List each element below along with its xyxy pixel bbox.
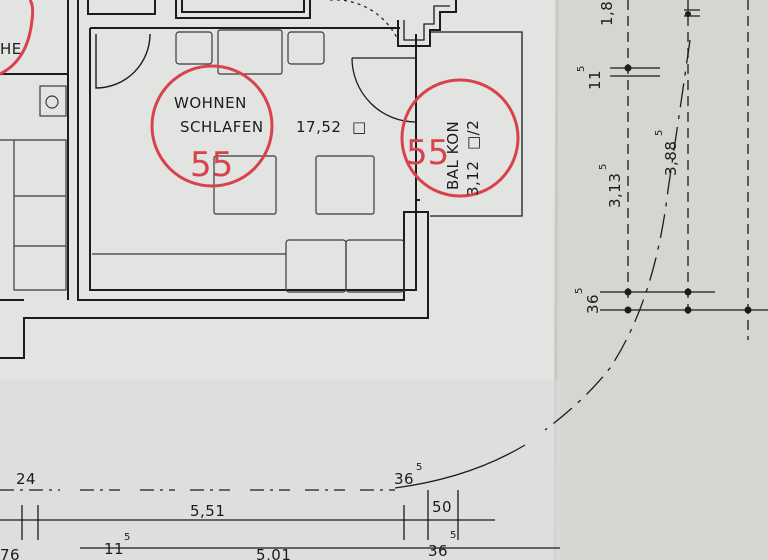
room-label-schlafen: SCHLAFEN bbox=[180, 118, 264, 136]
dim-501: 5,01 bbox=[256, 546, 291, 560]
dim-right-18: 1,8 bbox=[598, 1, 616, 26]
left-bed bbox=[0, 139, 67, 291]
dim-76: 76 bbox=[0, 546, 20, 560]
room-area-unit-living: □ bbox=[352, 118, 367, 136]
dim-365: 36 bbox=[394, 470, 414, 488]
table-lower-2 bbox=[315, 155, 375, 215]
stamp-circle-balcony bbox=[400, 78, 520, 198]
sink-drain bbox=[45, 95, 59, 109]
dim-24: 24 bbox=[16, 470, 36, 488]
paper-shadow bbox=[0, 380, 560, 560]
room-area-balcony: 3,12 bbox=[464, 161, 482, 196]
stamp-number-balcony: 55 bbox=[406, 133, 449, 173]
curve-bottom bbox=[394, 444, 526, 489]
paper-right bbox=[556, 0, 768, 560]
dim-115-sup: 5 bbox=[124, 532, 130, 543]
dim-551: 5,51 bbox=[190, 502, 225, 520]
dim-right-313-sup: 5 bbox=[598, 164, 609, 170]
dim-right-365: 36 bbox=[584, 294, 602, 314]
sink bbox=[39, 85, 67, 117]
dimension-dots bbox=[624, 11, 752, 314]
top-bed-head bbox=[175, 0, 311, 19]
dim-365b-sup: 5 bbox=[450, 530, 456, 541]
top-cabinet bbox=[87, 0, 156, 15]
door-swing-left bbox=[95, 33, 151, 89]
flue-notch bbox=[397, 0, 457, 47]
dim-ticks-right bbox=[403, 490, 459, 540]
dim-ticks-left bbox=[21, 505, 39, 540]
dim-right-388-sup: 5 bbox=[654, 130, 665, 136]
dim-365-sup: 5 bbox=[416, 462, 422, 473]
chair-top-2 bbox=[287, 31, 325, 65]
chair-top-1 bbox=[175, 31, 213, 65]
left-bed-lines bbox=[14, 195, 66, 247]
dim-right-388: 3,88 bbox=[662, 141, 680, 176]
balcony-outline bbox=[430, 31, 523, 217]
room-area-living: 17,52 bbox=[296, 118, 341, 136]
stamps bbox=[0, 0, 520, 198]
dim-115: 11 bbox=[104, 540, 124, 558]
dim-right-365-sup: 5 bbox=[574, 288, 585, 294]
sofa-seat-2 bbox=[345, 239, 405, 293]
stamp-number-living: 55 bbox=[190, 145, 233, 185]
table-top bbox=[217, 29, 283, 75]
room-label-wohnen: WOHNEN bbox=[174, 94, 247, 112]
curve-right bbox=[544, 39, 691, 431]
ticks-115 bbox=[610, 67, 660, 77]
dimension-lines-bottom bbox=[0, 444, 560, 549]
dim-right-313: 3,13 bbox=[606, 173, 624, 208]
top-bed-inner bbox=[181, 0, 305, 13]
dim-50: 50 bbox=[432, 498, 452, 516]
room-area-unit-balcony: □/2 bbox=[464, 120, 482, 150]
stamp-circle-living bbox=[150, 64, 274, 188]
door-arc-dashed bbox=[330, 0, 399, 41]
dim-right-115-sup: 5 bbox=[576, 66, 587, 72]
room-label-balkon: BAL KON bbox=[444, 121, 462, 190]
flue-notch-inner bbox=[403, 5, 450, 41]
room-outer-wall bbox=[0, 0, 429, 359]
dim-right-115: 11 bbox=[586, 70, 604, 90]
balcony-door-swing bbox=[351, 57, 417, 123]
wall-lines bbox=[0, 0, 523, 359]
stamp-partial-left bbox=[0, 0, 35, 76]
room-label-partial: HE bbox=[0, 40, 22, 58]
dim-365b: 36 bbox=[428, 542, 448, 560]
room-inner-wall bbox=[89, 28, 420, 291]
